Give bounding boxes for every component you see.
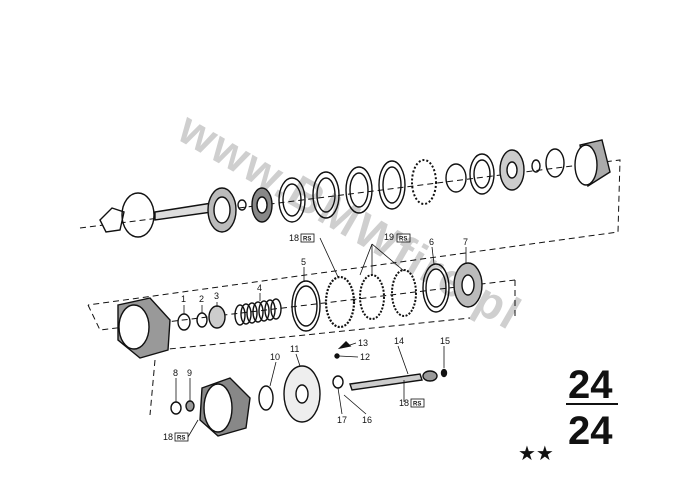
callout-18-rs-shaft: 18 RS xyxy=(399,398,425,408)
callout-18-shaft: 18 xyxy=(399,398,409,408)
callout-5: 5 xyxy=(301,257,306,267)
part-3 xyxy=(208,305,226,329)
thrust-washer-part xyxy=(545,148,565,178)
part-13 xyxy=(337,341,352,350)
callout-9: 9 xyxy=(187,368,192,378)
callout-16: 16 xyxy=(362,415,372,425)
group-number: 24 xyxy=(568,363,613,407)
part-18-plate xyxy=(324,275,356,329)
callout-3: 3 xyxy=(214,291,219,301)
callout-7: 7 xyxy=(463,237,468,247)
part-9 xyxy=(185,400,195,412)
rs-tag-19: RS xyxy=(399,237,407,243)
rs-tag-bottom: RS xyxy=(177,436,185,442)
drive-flange-part xyxy=(99,207,125,233)
thrust-bearing-part xyxy=(411,159,437,205)
bottom-row-parts xyxy=(170,341,448,437)
callout-1: 1 xyxy=(181,294,186,304)
small-washer-part xyxy=(237,199,247,211)
subgroup-number: 24 xyxy=(568,409,613,453)
seal-ring-part xyxy=(469,153,495,195)
top-row-parts xyxy=(99,139,611,238)
part-12 xyxy=(334,353,340,359)
callout-18-rs-bottom: 18 RS xyxy=(163,419,199,442)
callout-10: 10 xyxy=(270,352,280,362)
leader-lines xyxy=(175,237,467,415)
callout-13: 13 xyxy=(358,338,368,348)
group-number-block: 24 24 ★★ xyxy=(518,363,618,465)
callout-15: 15 xyxy=(440,336,450,346)
part-14-shaft xyxy=(349,373,423,391)
clutch-plate-b xyxy=(312,171,340,219)
callout-18-rs-top: 18 RS xyxy=(289,233,315,243)
rs-tag-shaft: RS xyxy=(413,402,421,408)
part-2 xyxy=(196,312,208,328)
part-10 xyxy=(258,385,274,411)
callout-18-top: 18 xyxy=(289,233,299,243)
part-19-plate-b xyxy=(391,269,417,317)
clutch-plate-c xyxy=(345,166,373,214)
callout-8: 8 xyxy=(173,368,178,378)
ring-part xyxy=(445,163,467,193)
part-16 xyxy=(332,375,344,389)
part-1 xyxy=(177,313,191,331)
callout-12: 12 xyxy=(360,352,370,362)
part-15 xyxy=(440,368,448,378)
small-ring-part xyxy=(531,159,541,173)
callout-11: 11 xyxy=(290,344,299,354)
callout-14: 14 xyxy=(394,336,404,346)
part-4-spring-pack xyxy=(234,298,282,326)
callout-19: 19 xyxy=(384,232,394,242)
part-6 xyxy=(422,263,450,313)
callout-6: 6 xyxy=(429,237,434,247)
clutch-plate-d xyxy=(378,160,406,210)
clutch-plate-a xyxy=(278,177,306,223)
middle-row-parts xyxy=(117,262,483,359)
rating-stars: ★★ xyxy=(518,443,554,465)
part-14-spline xyxy=(422,370,438,382)
callout-4: 4 xyxy=(257,283,262,293)
callout-18-bottom: 18 xyxy=(163,432,173,442)
part-5 xyxy=(291,280,321,332)
input-shaft-part xyxy=(154,202,213,221)
callout-2: 2 xyxy=(199,294,204,304)
callout-19-rs: RS xyxy=(396,233,411,243)
callout-17: 17 xyxy=(337,415,347,425)
snap-ring-part xyxy=(121,192,155,238)
part-8 xyxy=(170,401,182,415)
rs-tag-top: RS xyxy=(303,237,311,243)
callout-labels: 1 2 3 4 5 6 7 8 9 10 11 12 13 14 15 16 1… xyxy=(173,232,468,425)
